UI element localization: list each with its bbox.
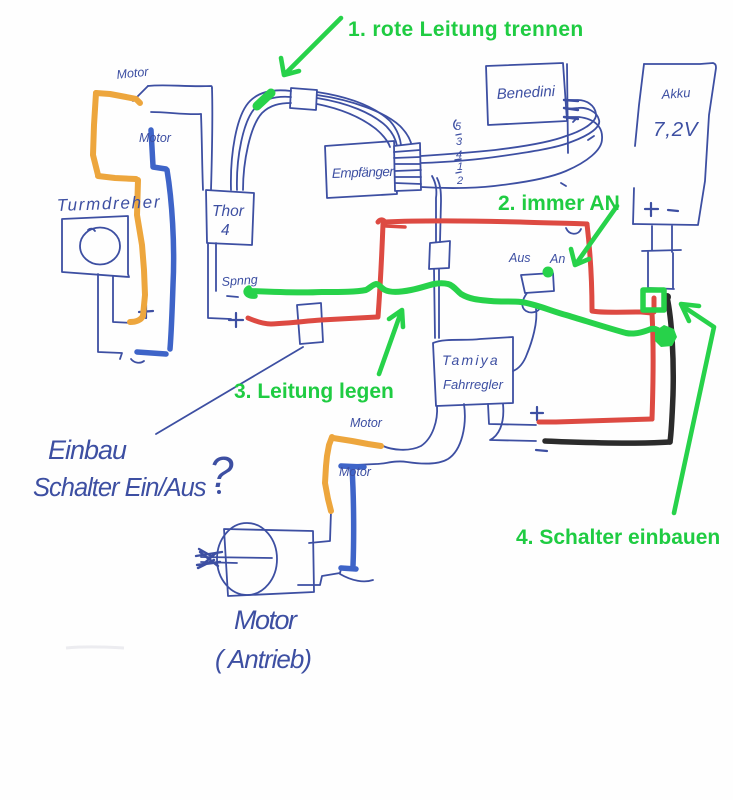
svg-text:Motor: Motor [350,416,383,430]
svg-text:5: 5 [455,121,462,133]
svg-text:Einbau: Einbau [48,435,127,465]
svg-text:4. Schalter einbauen: 4. Schalter einbauen [516,526,720,549]
svg-text:Motor: Motor [234,605,298,635]
svg-text:Motor: Motor [139,131,172,145]
svg-text:Schalter Ein/Aus: Schalter Ein/Aus [33,474,207,502]
svg-text:1. rote Leitung trennen: 1. rote Leitung trennen [348,18,584,41]
svg-text:Benedini: Benedini [496,83,556,103]
svg-text:2. immer AN: 2. immer AN [498,192,620,215]
svg-text:Akku: Akku [660,85,691,102]
svg-text:Motor: Motor [339,465,372,479]
svg-text:Motor: Motor [116,65,150,82]
svg-text:4: 4 [221,222,230,239]
svg-text:Turmdreher: Turmdreher [56,192,161,215]
svg-text:( Antrieb): ( Antrieb) [215,644,311,674]
svg-text:Tamiya: Tamiya [442,352,500,368]
svg-text:3: 3 [456,136,463,148]
svg-text:Empfänger: Empfänger [332,164,395,181]
svg-text:?: ? [209,448,234,497]
svg-text:3. Leitung legen: 3. Leitung legen [234,380,394,403]
svg-text:An: An [549,252,565,266]
svg-text:Spnng: Spnng [221,273,258,289]
svg-text:Thor: Thor [212,203,245,220]
svg-text:1: 1 [457,161,463,173]
svg-text:Aus: Aus [508,251,531,265]
svg-text:4: 4 [456,149,462,161]
svg-text:2: 2 [456,175,463,187]
svg-text:Fahrregler: Fahrregler [443,377,504,392]
svg-text:7,2V: 7,2V [653,118,700,141]
